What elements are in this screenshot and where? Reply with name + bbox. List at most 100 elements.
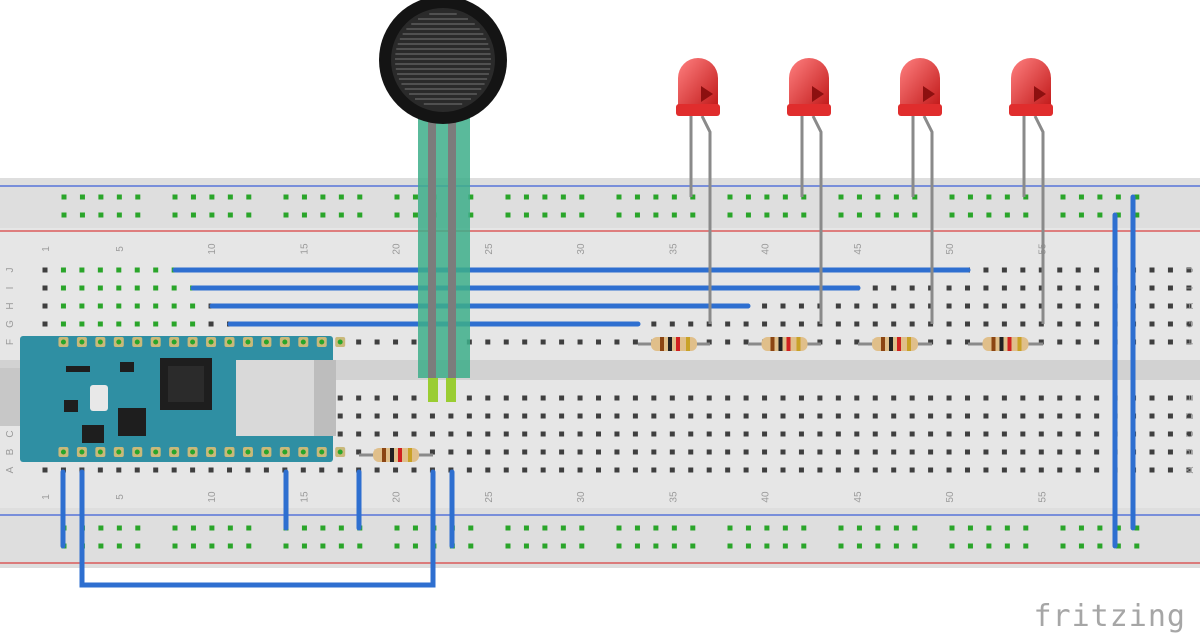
hole	[577, 431, 583, 437]
hole	[780, 413, 786, 419]
led-lead-anode	[811, 115, 823, 324]
hole	[651, 431, 657, 437]
hole	[429, 413, 435, 419]
column-label: 55	[1037, 491, 1048, 503]
hole	[559, 467, 565, 473]
rail-hole	[246, 543, 252, 549]
hole	[134, 267, 140, 273]
rail-hole	[227, 543, 233, 549]
rail-hole	[98, 212, 104, 218]
resistor-band	[889, 337, 893, 351]
column-label: 10	[207, 243, 218, 255]
rail-hole	[801, 525, 807, 531]
hole	[669, 321, 675, 327]
rail-hole	[967, 194, 973, 200]
header-pin-hole	[337, 339, 343, 345]
hole	[503, 395, 509, 401]
hole	[374, 467, 380, 473]
rail-hole	[764, 525, 770, 531]
hole	[706, 395, 712, 401]
led-lead-anode	[1033, 115, 1045, 324]
hole	[835, 303, 841, 309]
rail-hole	[98, 194, 104, 200]
hole	[374, 413, 380, 419]
row-label: G	[1185, 320, 1196, 328]
resistor-band	[660, 337, 664, 351]
led-lens	[900, 58, 940, 108]
hole	[1167, 267, 1173, 273]
hole	[983, 413, 989, 419]
rail-hole	[1134, 212, 1140, 218]
hole	[762, 321, 768, 327]
hole	[817, 467, 823, 473]
hole	[1186, 339, 1192, 345]
rail-hole	[1097, 543, 1103, 549]
hole	[614, 413, 620, 419]
hole	[983, 267, 989, 273]
rail-hole	[1115, 212, 1121, 218]
hole	[79, 285, 85, 291]
rail-hole	[634, 543, 640, 549]
hole	[669, 431, 675, 437]
resistor-band	[668, 337, 672, 351]
rail-hole	[856, 212, 862, 218]
rail-hole	[579, 194, 585, 200]
rail-hole	[1078, 543, 1084, 549]
resistor-band	[907, 337, 911, 351]
resistor-group	[359, 337, 1043, 462]
hole	[651, 449, 657, 455]
rail-hole	[227, 212, 233, 218]
column-label: 40	[761, 491, 772, 503]
hole	[429, 449, 435, 455]
header-pin-hole	[190, 449, 196, 455]
rail-hole	[1115, 194, 1121, 200]
hole	[1020, 285, 1026, 291]
hole	[1075, 303, 1081, 309]
fsr-tail	[418, 118, 470, 378]
rail-hole	[116, 194, 122, 200]
resistor-body	[982, 337, 1029, 351]
nano-module-edge	[314, 360, 336, 436]
rail-hole	[246, 194, 252, 200]
led-base	[787, 104, 831, 116]
row-label: G	[5, 320, 16, 328]
rail-hole	[782, 194, 788, 200]
hole	[1020, 431, 1026, 437]
hole	[1038, 467, 1044, 473]
rail-hole	[653, 543, 659, 549]
hole	[651, 321, 657, 327]
rail-hole	[745, 212, 751, 218]
led-die	[812, 86, 824, 102]
hole	[614, 395, 620, 401]
rail-hole	[782, 212, 788, 218]
header-pin-hole	[116, 449, 122, 455]
rail-hole	[690, 543, 696, 549]
hole	[725, 395, 731, 401]
rail-hole	[301, 543, 307, 549]
rail-hole	[727, 194, 733, 200]
hole	[1149, 339, 1155, 345]
hole	[891, 431, 897, 437]
rail-hole	[671, 212, 677, 218]
hole	[448, 449, 454, 455]
rail-hole	[838, 525, 844, 531]
rail-hole	[246, 212, 252, 218]
hole	[835, 449, 841, 455]
rail-hole	[246, 525, 252, 531]
column-label: 10	[207, 491, 218, 503]
rail-hole	[949, 525, 955, 531]
hole	[743, 413, 749, 419]
rail-hole	[227, 525, 233, 531]
fsr-pin-right	[446, 378, 456, 402]
hole	[632, 339, 638, 345]
rail-hole	[986, 543, 992, 549]
nano-chip-6	[66, 366, 90, 372]
hole	[503, 339, 509, 345]
header-pin-hole	[134, 339, 140, 345]
hole	[1167, 395, 1173, 401]
hole	[614, 339, 620, 345]
hole	[835, 321, 841, 327]
hole	[743, 431, 749, 437]
rail-hole	[616, 212, 622, 218]
rail-hole	[412, 525, 418, 531]
